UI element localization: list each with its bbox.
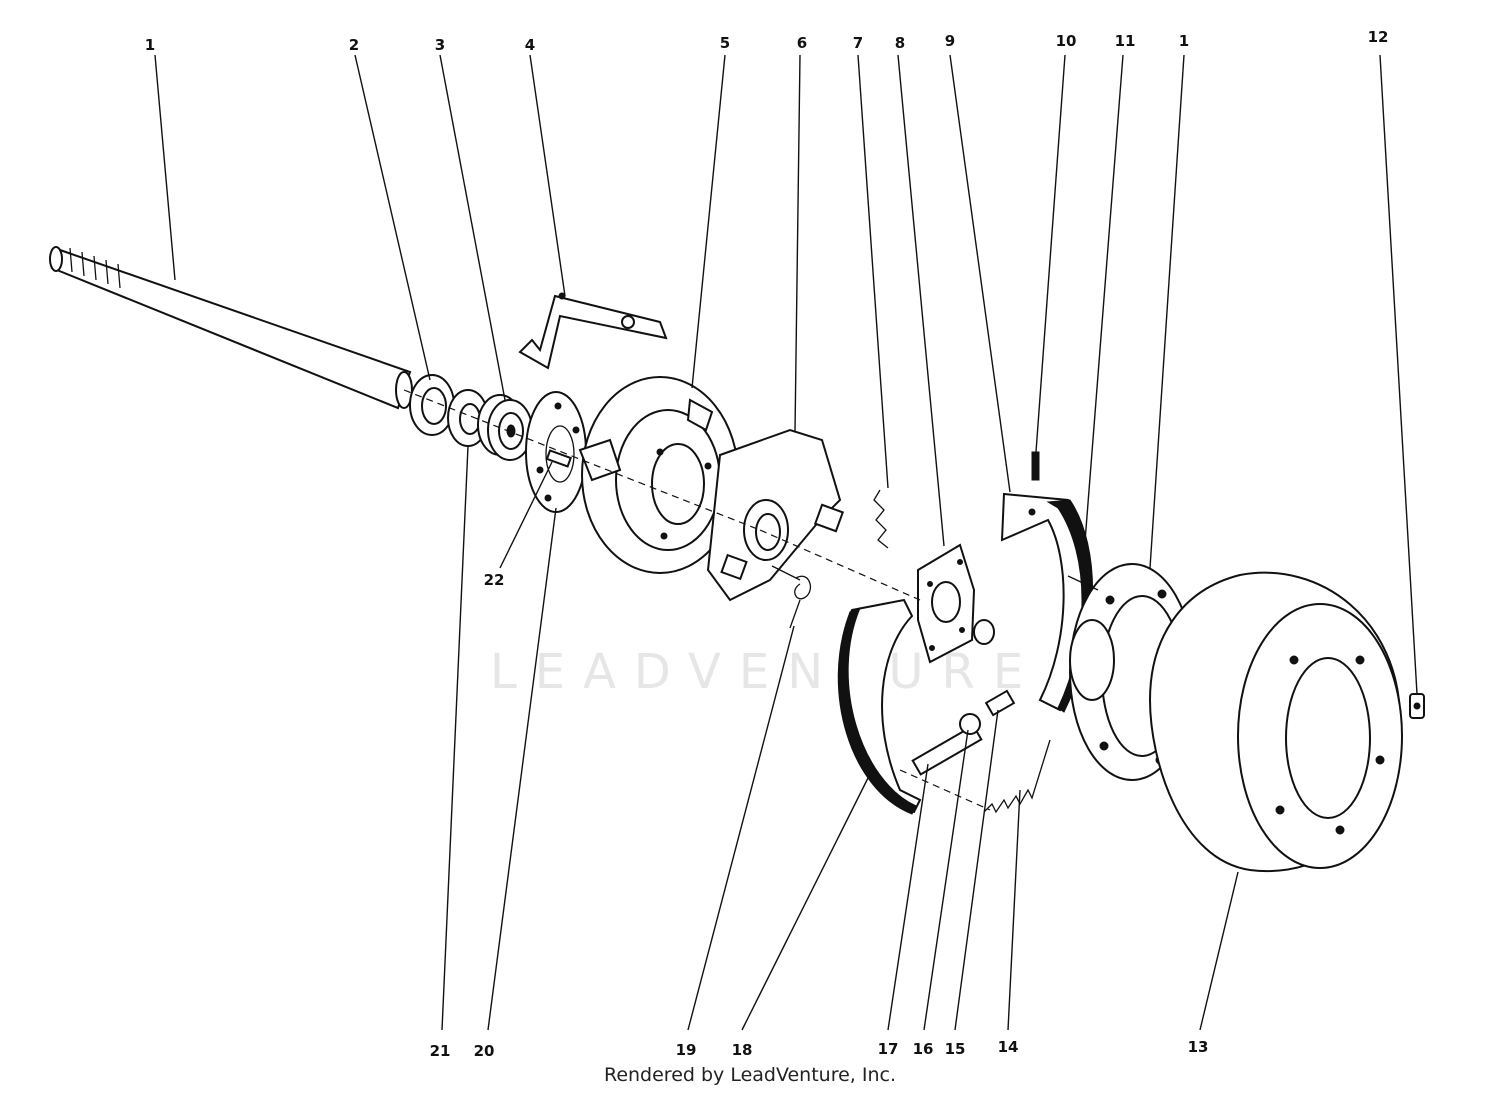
small-spring xyxy=(873,489,889,549)
callout-spring-torsion: 19 xyxy=(676,1041,697,1059)
callout-shoe-lower: 18 xyxy=(732,1041,753,1059)
retainer-plate xyxy=(917,543,995,664)
brake-drum xyxy=(1148,571,1403,873)
callout-spacer: 21 xyxy=(430,1042,451,1060)
callout-seal: 2 xyxy=(349,36,359,54)
callout-axle-left: 1 xyxy=(145,36,155,54)
callout-gasket: 20 xyxy=(474,1042,495,1060)
callout-key: 22 xyxy=(484,571,505,589)
callout-bearing: 3 xyxy=(435,36,445,54)
anchor-plate xyxy=(706,428,845,602)
lower-brake-shoe xyxy=(837,598,922,815)
callout-shoe-upper: 9 xyxy=(945,32,955,50)
adjuster-assembly xyxy=(911,689,1016,776)
key xyxy=(545,449,572,468)
callout-adjuster-body: 17 xyxy=(878,1040,899,1058)
callout-backing-plate: 5 xyxy=(720,34,730,52)
callout-spring-lower: 14 xyxy=(998,1038,1019,1056)
callout-lever: 4 xyxy=(525,36,535,54)
callout-anchor-plate: 6 xyxy=(797,34,807,52)
watermark: LEADVENTURE xyxy=(490,644,1041,700)
footer-credit: Rendered by LeadVenture, Inc. xyxy=(603,1064,897,1086)
callout-labels: 1 2 3 4 5 6 7 8 9 10 11 1 12 13 14 15 16… xyxy=(145,28,1389,1060)
backing-plate xyxy=(578,376,739,574)
torsion-spring xyxy=(771,565,812,629)
callout-spring-small: 7 xyxy=(853,34,863,52)
callout-clip: 12 xyxy=(1368,28,1389,46)
seal xyxy=(409,374,455,436)
leader-lines xyxy=(154,54,1418,1031)
clip xyxy=(1409,693,1425,719)
axle-shaft xyxy=(49,246,413,410)
lower-spring xyxy=(983,739,1051,814)
assembly-centre-line xyxy=(403,389,991,811)
callout-hub-right: 1 xyxy=(1179,32,1189,50)
callout-pin: 10 xyxy=(1056,32,1077,50)
bearing xyxy=(477,394,533,461)
callout-adjuster-nut: 15 xyxy=(945,1040,966,1058)
callout-adjuster-screw: 16 xyxy=(913,1040,934,1058)
callout-retainer-plate: 8 xyxy=(895,34,905,52)
callout-drum: 13 xyxy=(1188,1038,1209,1056)
callout-hub-stud: 11 xyxy=(1115,32,1136,50)
pin xyxy=(1031,451,1040,481)
brake-lever xyxy=(518,292,668,370)
